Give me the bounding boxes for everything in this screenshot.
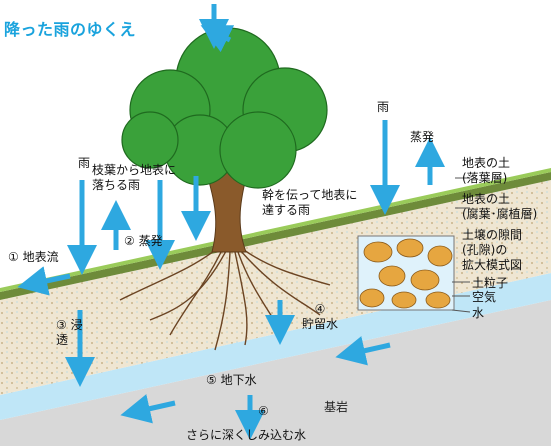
legend-pores-title: 土壌の隙間 (孔隙)の 拡大模式図 [462, 228, 523, 272]
legend-litter: 地表の土 (落葉層) [462, 156, 511, 185]
label-deep-seepage-num: ⑥ [258, 404, 269, 418]
label-deep-seepage: さらに深くしみ込む水 [186, 428, 307, 442]
legend-air: 空気 [472, 290, 497, 304]
pore-magnified-view [357, 235, 455, 311]
label-storage-water: ④ 貯留水 [302, 302, 339, 331]
groundwater-arrow-1 [335, 336, 391, 366]
legend-humus: 地表の土 (腐葉･腐植層) [462, 192, 538, 221]
legend-particle: 土粒子 [472, 276, 509, 290]
label-evaporation-top: 蒸発 [410, 130, 435, 144]
humus-layer [0, 172, 551, 300]
flow-arrows [17, 4, 445, 440]
litter-layer [0, 168, 551, 292]
label-rain-left: 雨 [78, 156, 91, 170]
label-bedrock: 基岩 [324, 400, 349, 414]
roots [119, 247, 331, 351]
label-trunk-flow: 幹を伝って地表に 達する雨 [262, 188, 358, 217]
diagram-title: 降った雨のゆくえ [4, 20, 137, 39]
label-groundwater: ⑤ 地下水 [206, 373, 257, 387]
groundwater-arrow-2 [120, 394, 176, 424]
label-infiltration: ③ 浸 透 [56, 318, 83, 347]
label-rain-right: 雨 [377, 100, 390, 114]
label-surface-runoff: ① 地表流 [8, 250, 59, 264]
tree-canopy [121, 27, 328, 189]
label-leaves-drop: 枝葉から地表に 落ちる雨 [92, 163, 177, 192]
surface-runoff-arrow [17, 266, 71, 296]
legend-water: 水 [472, 306, 485, 320]
label-evaporation-2: ② 蒸発 [124, 234, 163, 248]
